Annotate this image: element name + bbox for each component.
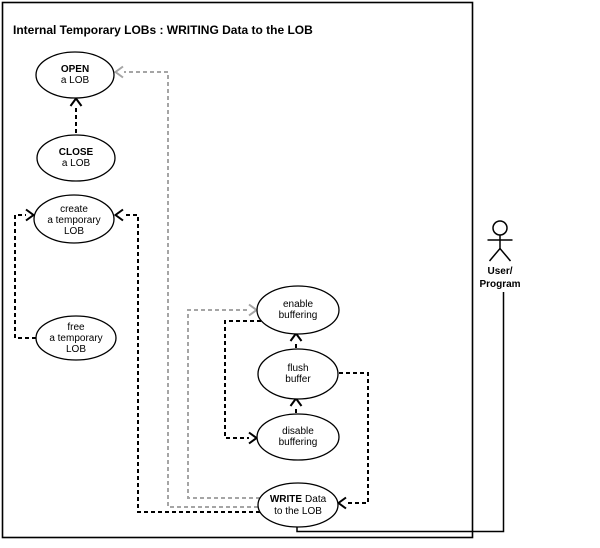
actor-label-line1: User/ [487, 266, 512, 277]
usecase-create-line2: a temporary [47, 215, 100, 226]
usecase-free-line1: free [67, 322, 85, 333]
usecase-create-temporary-lob: create a temporary LOB [33, 194, 115, 244]
usecase-disable-ellipse [256, 413, 340, 461]
edge-flush-to-write [336, 372, 369, 510]
edge-free-to-create [14, 208, 36, 339]
usecase-open-ellipse [35, 51, 115, 99]
arrowhead-right-create [25, 208, 36, 222]
usecase-flush-ellipse [257, 348, 339, 400]
edge-flush-to-write-line [339, 372, 369, 504]
arrowhead-left-create [113, 208, 124, 222]
usecase-disable-line1: disable [282, 426, 314, 437]
usecase-free-temporary-lob: free a temporary LOB [35, 315, 117, 361]
edge-write-to-create-line [124, 214, 260, 513]
diagram-border [1, 1, 474, 539]
usecase-close-ellipse [36, 134, 116, 182]
usecase-free-line2: a temporary [49, 333, 102, 344]
usecase-disable-line2: buffering [279, 437, 318, 448]
arrowhead-right-enable [248, 303, 259, 317]
arrowhead-up-open [69, 96, 83, 107]
edge-write-to-enable-line [187, 309, 260, 499]
usecase-enable-buffering: enable buffering [256, 285, 340, 335]
edge-write-to-actor [296, 292, 505, 533]
usecase-write-line1-bold: WRITE [270, 494, 303, 505]
usecase-close-line1: CLOSE [59, 147, 94, 158]
usecase-write-line1-rest: Data [305, 494, 327, 505]
usecase-open-line2: a LOB [61, 75, 90, 86]
edge-close-to-open [69, 96, 83, 133]
usecase-create-line3: LOB [64, 226, 84, 237]
edge-free-to-create-line [14, 214, 36, 339]
edge-write-to-enable [187, 303, 260, 499]
edge-write-to-open [113, 65, 258, 508]
usecase-flush-buffer: flush buffer [257, 348, 339, 400]
usecase-free-ellipse [35, 315, 117, 361]
usecase-close-line2: a LOB [62, 158, 91, 169]
arrowhead-left-open [113, 65, 124, 79]
actor-legs-icon [488, 247, 512, 262]
usecase-close-a-lob: CLOSE a LOB [36, 134, 116, 182]
actor-user-program: User/ Program [479, 220, 521, 290]
usecase-flush-line1: flush [287, 363, 308, 374]
usecase-disable-buffering: disable buffering [256, 413, 340, 461]
usecase-create-ellipse [33, 194, 115, 244]
edge-enable-to-disable [224, 320, 261, 445]
arrowhead-right-disable [248, 431, 259, 445]
usecase-open-line1: OPEN [61, 64, 89, 75]
usecase-free-line3: LOB [66, 344, 86, 355]
edge-write-to-create [113, 208, 260, 513]
usecase-create-line1: create [60, 204, 88, 215]
usecase-open-a-lob: OPEN a LOB [35, 51, 115, 99]
usecase-write-line2: to the LOB [274, 506, 322, 517]
usecase-enable-line2: buffering [279, 310, 318, 321]
usecase-enable-ellipse [256, 285, 340, 335]
usecase-enable-line1: enable [283, 299, 313, 310]
edge-enable-to-disable-line [224, 320, 261, 439]
edge-flush-to-enable [289, 331, 303, 348]
diagram-title: Internal Temporary LOBs : WRITING Data t… [13, 23, 313, 37]
actor-label-line2: Program [479, 279, 520, 290]
edge-write-to-open-line [124, 71, 258, 508]
usecase-flush-line2: buffer [285, 374, 311, 385]
actor-head-icon [492, 220, 508, 236]
edge-disable-to-flush [289, 396, 303, 413]
usecase-write-ellipse [257, 482, 339, 528]
arrowhead-left-write [336, 496, 347, 510]
